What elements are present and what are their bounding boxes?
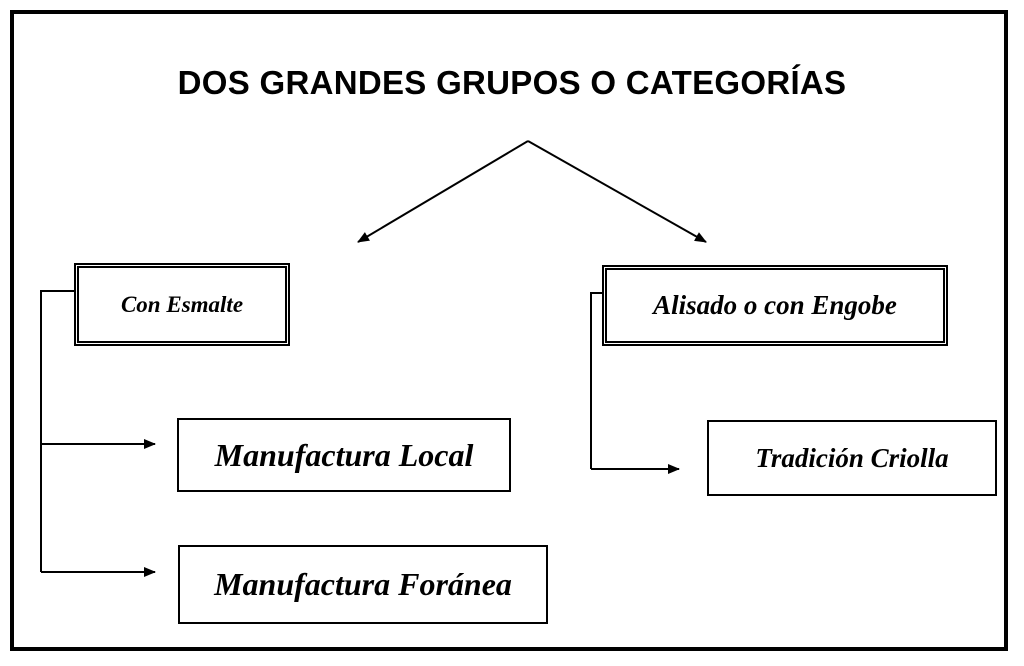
category-label-alisado-o-con-engobe: Alisado o con Engobe [653, 290, 897, 320]
split-arrow-left [357, 140, 529, 243]
subcategory-label-manufactura-foranea: Manufactura Foránea [214, 566, 512, 602]
connector-engobe-trunk [590, 292, 607, 469]
category-label-con-esmalte: Con Esmalte [120, 291, 244, 317]
subcategory-box-tradicion-criolla: Tradición Criolla [707, 420, 997, 496]
subcategory-label-tradicion-criolla: Tradición Criolla [755, 442, 949, 473]
subcategory-box-manufactura-local: Manufactura Local [177, 418, 511, 492]
diagram-title: DOS GRANDES GRUPOS O CATEGORÍAS [177, 64, 847, 101]
connector-esmalte-trunk [40, 290, 80, 572]
subcategory-label-manufactura-local: Manufactura Local [214, 436, 474, 473]
subcategory-box-manufactura-foranea: Manufactura Foránea [178, 545, 548, 624]
category-box-con-esmalte: Con Esmalte [74, 263, 290, 346]
category-box-alisado-o-con-engobe: Alisado o con Engobe [602, 265, 948, 346]
split-arrow-right [527, 140, 707, 243]
